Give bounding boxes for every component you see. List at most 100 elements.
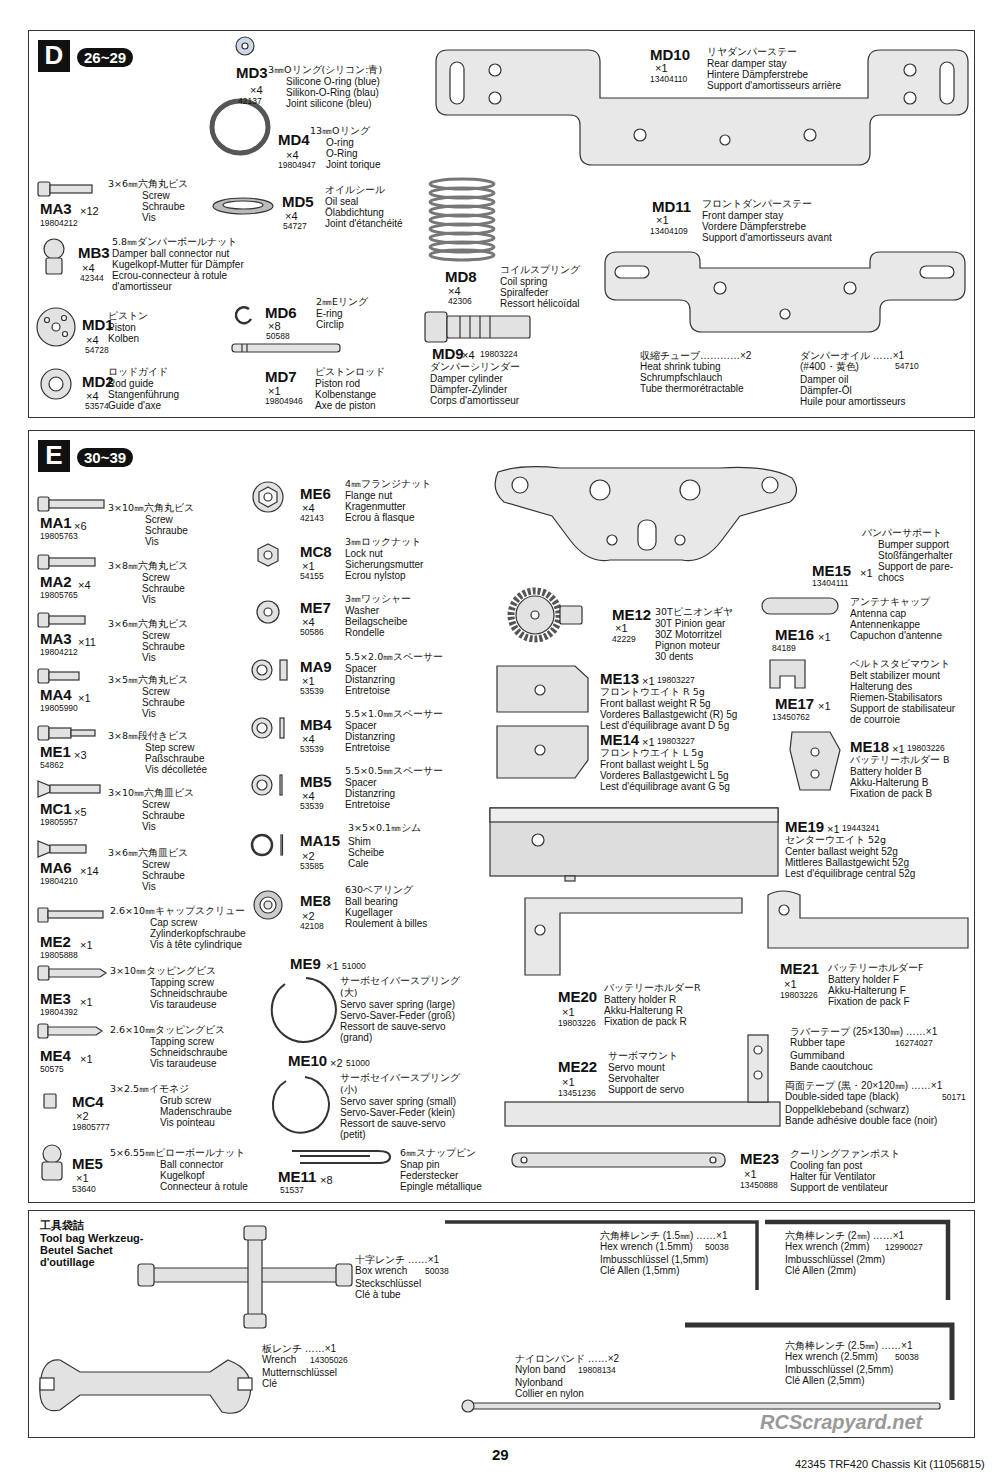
nut-spacer-icons-shape xyxy=(264,551,272,559)
part-name: Joint silicone (bleu) xyxy=(286,98,372,109)
damper-parts-art-shape xyxy=(212,101,268,153)
part-number: 42229 xyxy=(612,634,636,644)
part-name: Ball bearing xyxy=(345,896,398,907)
screw-icons-shape xyxy=(49,500,104,508)
part-name: Rear damper stay xyxy=(707,58,786,69)
japanese-name: バッテリーホルダーF xyxy=(828,962,923,975)
part-name: Stangenführung xyxy=(108,389,179,400)
damper-parts-art-shape xyxy=(52,323,60,331)
part-code: MA9 xyxy=(300,658,332,675)
part-code: MC4 xyxy=(72,1093,104,1110)
part-name: Tapping screw xyxy=(150,1036,214,1047)
part-code: ME1 xyxy=(40,743,71,760)
part-code: MB3 xyxy=(78,244,110,261)
part-name: Entretoise xyxy=(345,799,390,810)
quantity: ×1 xyxy=(818,631,831,643)
chassis-parts-art-shape xyxy=(521,1157,527,1163)
screw-icons-shape xyxy=(38,555,49,569)
quantity: ×12 xyxy=(80,205,99,217)
japanese-name: コイルスプリング xyxy=(500,264,580,277)
part-name: Distanzring xyxy=(345,674,395,685)
chassis-parts-art-shape xyxy=(505,1102,780,1126)
null-shape-shape xyxy=(714,282,726,294)
part-name: Vis xyxy=(142,212,156,223)
tool-art-shape xyxy=(336,1264,352,1286)
damper-parts-art-shape xyxy=(242,43,248,49)
quantity: ×2 xyxy=(76,1110,89,1122)
part-name: Servo saver spring (small) xyxy=(340,1096,456,1107)
part-number: 54727 xyxy=(283,221,307,231)
tool-art-shape xyxy=(685,1325,952,1400)
part-name: Silicone O-ring (blue) xyxy=(286,76,380,87)
part-name: Nylonband xyxy=(515,1377,563,1388)
chassis-parts-art-shape xyxy=(490,808,778,822)
part-name: 30T Pinion gear xyxy=(655,618,725,629)
part-name: Vis xyxy=(145,536,159,547)
damper-parts-art-shape xyxy=(459,316,460,338)
part-code: ME8 xyxy=(300,892,331,909)
part-name: 30Z Motorritzel xyxy=(655,629,722,640)
tool-bag-heading: Tool bag Werkzeug-Beutel Sachet d'outill… xyxy=(40,1232,165,1268)
chassis-parts-art-shape xyxy=(748,1035,768,1102)
part-name: Lock nut xyxy=(345,548,383,559)
quantity: ×2 xyxy=(302,910,315,922)
part-name: 六角棒レンチ (1.5㎜) ……×1 xyxy=(600,1230,728,1241)
part-name: 30 dents xyxy=(655,651,693,662)
part-name: O-Ring xyxy=(326,148,358,159)
watermark: RCScrapyard.net xyxy=(760,1411,922,1434)
part-code: MD6 xyxy=(265,304,297,321)
section-letter: D xyxy=(38,40,70,72)
part-name: Vorderes Ballastgewicht (R) 5g xyxy=(600,709,737,720)
part-name: Tapping screw xyxy=(150,977,214,988)
part-code: ME14 xyxy=(600,731,639,748)
nut-spacer-icons-shape xyxy=(257,780,267,790)
damper-parts-art-shape xyxy=(232,344,340,352)
part-code: ME10 xyxy=(288,1052,327,1069)
part-name: Front ballast weight R 5g xyxy=(600,698,711,709)
part-number: 53539 xyxy=(300,686,324,696)
part-number: 84189 xyxy=(772,643,796,653)
part-code: ME21 xyxy=(780,960,819,977)
damper-parts-art-shape xyxy=(213,198,273,214)
part-code: MC8 xyxy=(300,543,332,560)
damper-parts-art-shape xyxy=(246,344,247,352)
part-name: Servo mount xyxy=(608,1062,665,1073)
part-name: Fixation de pack B xyxy=(850,788,932,799)
quantity: ×4 xyxy=(448,285,461,297)
part-code: ME23 xyxy=(740,1150,779,1167)
japanese-name: 3×2.5㎜イモネジ xyxy=(110,1083,189,1096)
part-code: ME9 xyxy=(290,955,321,972)
part-number: 53539 xyxy=(300,744,324,754)
japanese-name: サーボセイバースプリング xyxy=(340,1072,460,1084)
quantity: ×1 xyxy=(860,567,873,579)
tool-art-shape xyxy=(248,1228,262,1325)
japanese-name: 3×8㎜六角丸ビス xyxy=(108,560,188,573)
part-name: Doppelklebeband (schwarz) xyxy=(785,1104,909,1115)
chassis-parts-art-shape xyxy=(525,898,742,975)
part-code: ME5 xyxy=(72,1155,103,1172)
part-number: 50038 xyxy=(705,1242,729,1252)
part-name: Belt stabilizer mount xyxy=(850,670,940,681)
quantity: ×1 xyxy=(642,675,655,687)
part-name: Entretoise xyxy=(345,685,390,696)
part-code: MA3 xyxy=(40,200,72,217)
part-code: ME19 xyxy=(785,818,824,835)
part-number: 50171 xyxy=(942,1092,966,1102)
tool-art-shape xyxy=(244,1314,266,1328)
japanese-name: サーボセイバースプリング xyxy=(340,975,460,987)
part-name: Riemen-Stabilisators xyxy=(850,692,942,703)
part-number: 19804210 xyxy=(40,876,78,886)
japanese-name: ピストンロッド xyxy=(315,366,385,379)
screw-icons-shape xyxy=(38,613,49,627)
part-name: Beilagscheibe xyxy=(345,616,407,627)
chassis-parts-art-shape xyxy=(532,834,544,846)
part-name: Entretoise xyxy=(345,742,390,753)
part-name: Bande adhésive double face (noir) xyxy=(785,1115,937,1126)
part-name: Servo-Saver-Feder (groß) xyxy=(340,1010,455,1021)
part-code: ME3 xyxy=(40,990,71,1007)
part-number: 42306 xyxy=(448,296,472,306)
screw-icons-shape xyxy=(38,497,49,511)
tool-art-shape xyxy=(244,1226,266,1240)
part-name: Vorderes Ballastgewicht L 5g xyxy=(600,770,729,781)
part-number: 54862 xyxy=(40,760,64,770)
